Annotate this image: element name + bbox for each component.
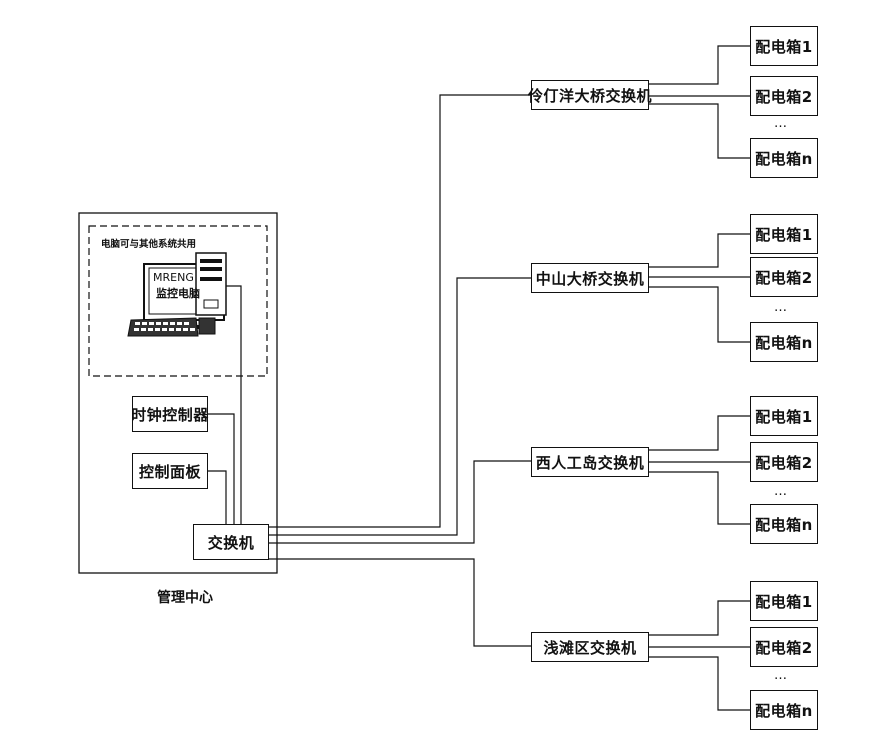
distribution-box: 配电箱n [750,322,818,362]
distribution-box: 配电箱1 [750,26,818,66]
ellipsis: … [774,668,789,683]
distribution-box: 配电箱1 [750,396,818,436]
distribution-box: 配电箱1 [750,581,818,621]
management-center-frame [78,212,278,574]
monitor-computer-icon [127,252,227,337]
control-panel-box: 控制面板 [132,453,208,489]
distribution-box: 配电箱2 [750,442,818,482]
distribution-box: 配电箱2 [750,257,818,297]
management-center-title: 管理中心 [157,590,213,606]
switch-west-island: 西人工岛交换机 [531,447,649,477]
shared-computer-label: 电脑可与其他系统共用 [101,239,197,250]
clock-controller-box: 时钟控制器 [131,396,208,432]
monitor-brand-text: MRENG [153,271,194,284]
ellipsis: … [774,300,789,315]
switch-shoal-area: 浅滩区交换机 [531,632,649,662]
distribution-box: 配电箱n [750,138,818,178]
monitor-caption-text: 监控电脑 [156,287,200,300]
shared-computer-region [88,225,268,377]
distribution-box: 配电箱2 [750,627,818,667]
ellipsis: … [774,484,789,499]
distribution-box: 配电箱2 [750,76,818,116]
distribution-box: 配电箱n [750,504,818,544]
main-switch-box: 交换机 [193,524,269,560]
ellipsis: … [774,116,789,131]
distribution-box: 配电箱1 [750,214,818,254]
switch-lingdingyang: 伶仃洋大桥交换机 [528,80,652,110]
switch-zhongshan: 中山大桥交换机 [531,263,649,293]
distribution-box: 配电箱n [750,690,818,730]
